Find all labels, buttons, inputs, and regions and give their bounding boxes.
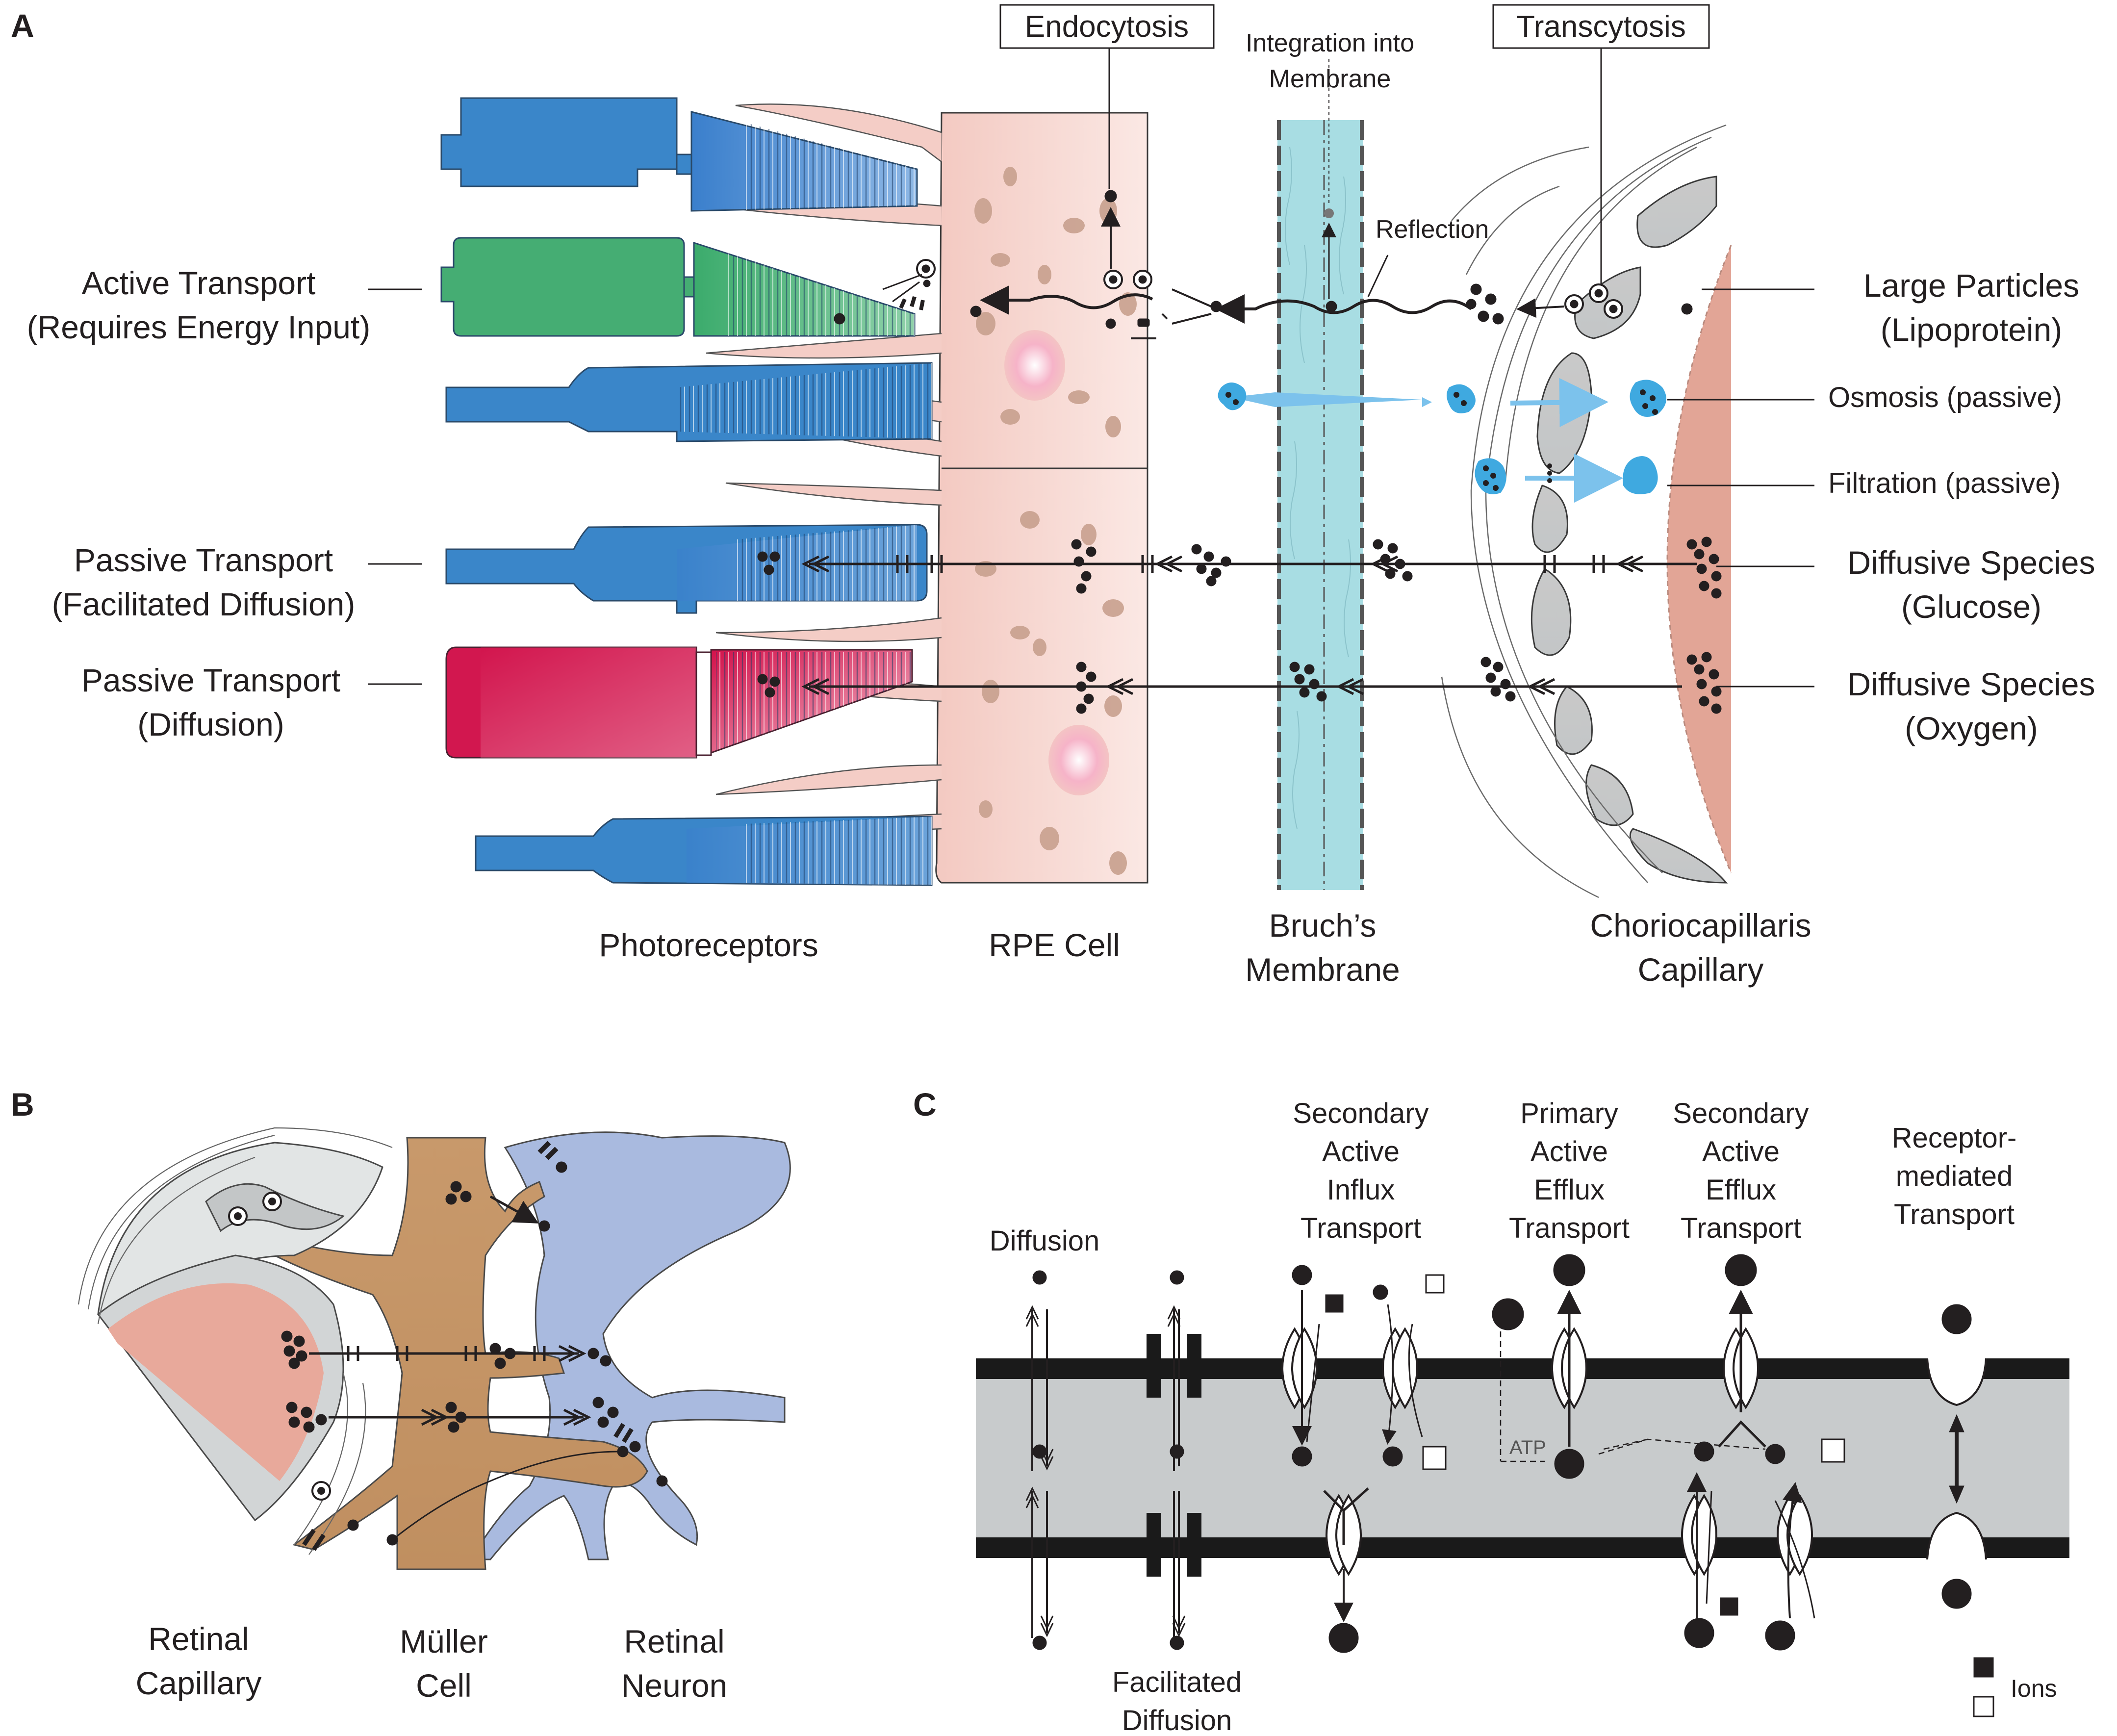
secondary-influx-line2: Active	[1322, 1136, 1400, 1168]
active-transport-label: Active Transport	[82, 265, 316, 301]
oxygen-label: Diffusive Species	[1847, 666, 2095, 702]
osmosis-label: Osmosis (passive)	[1828, 382, 2062, 413]
panel-b-transport-marks	[281, 1141, 668, 1551]
facilitated-title-line1: Facilitated	[1112, 1666, 1242, 1698]
secondary-influx-line4: Transport	[1301, 1212, 1421, 1244]
photoreceptors-label: Photoreceptors	[599, 927, 818, 963]
rpe-cell-label: RPE Cell	[989, 927, 1120, 963]
photoreceptor-rod-4	[475, 816, 933, 886]
leader-lines	[368, 288, 1814, 688]
primary-efflux-line4: Transport	[1509, 1212, 1630, 1244]
panel-b: Retinal Capillary Müller Cell Retinal Ne…	[77, 1127, 791, 1704]
endocytosis-box	[999, 4, 1215, 49]
primary-efflux-line2: Active	[1530, 1136, 1608, 1168]
facilitated-diffusion-label: Passive Transport	[74, 542, 333, 578]
secondary-efflux-line3: Efflux	[1706, 1174, 1776, 1206]
filtration-label: Filtration (passive)	[1828, 467, 2061, 499]
glucose-molecules	[757, 536, 1722, 599]
choriocapillaris-label: Choriocapillaris	[1590, 907, 1811, 944]
diffusion-sublabel: (Diffusion)	[137, 706, 284, 742]
bottom-membrane	[976, 1537, 2069, 1558]
primary-efflux-line1: Primary	[1520, 1098, 1618, 1129]
cell-interior	[976, 1378, 2069, 1540]
reflection-label: Reflection	[1376, 215, 1489, 244]
diffusion-label: Passive Transport	[81, 662, 340, 698]
fluid-transport	[1218, 378, 1666, 503]
retinal-capillary-sublabel: Capillary	[136, 1665, 262, 1701]
top-membrane	[976, 1358, 2069, 1379]
secondary-efflux-line2: Active	[1702, 1136, 1780, 1168]
bruchs-membrane	[1277, 120, 1364, 890]
glucose-sublabel: (Glucose)	[1901, 588, 2041, 625]
photoreceptor-rod-2	[445, 362, 933, 442]
retinal-capillary	[77, 1127, 393, 1555]
secondary-influx-line1: Secondary	[1293, 1098, 1428, 1129]
large-particles-label: Large Particles	[1863, 267, 2079, 304]
oxygen-sublabel: (Oxygen)	[1905, 710, 2038, 746]
large-particles-sublabel: (Lipoprotein)	[1881, 311, 2063, 348]
panel-c: ATP Diffus	[976, 1098, 2069, 1736]
panel-a-transport-marks	[757, 44, 1722, 714]
receptor-line2: mediated	[1896, 1160, 2013, 1192]
transcytosis-box	[1492, 4, 1710, 49]
choriocapillaris-sublabel: Capillary	[1638, 951, 1764, 988]
photoreceptors	[440, 97, 933, 886]
photoreceptor-rod-3	[445, 524, 928, 614]
retinal-neuron-sublabel: Neuron	[621, 1667, 727, 1704]
facilitated-diffusion-sublabel: (Facilitated Diffusion)	[52, 586, 356, 622]
primary-efflux-line3: Efflux	[1534, 1174, 1605, 1206]
muller-cell-sublabel: Cell	[416, 1667, 472, 1704]
rpe-cell	[706, 103, 1148, 884]
endocytosis-label: Endocytosis	[1025, 10, 1189, 44]
photoreceptor-rod-1	[440, 97, 918, 212]
receptor-line3: Transport	[1894, 1199, 2015, 1230]
retinal-neuron-label: Retinal	[624, 1623, 724, 1659]
panel-letter-a: A	[11, 7, 34, 44]
integration-label-line1: Integration into	[1246, 29, 1414, 57]
secondary-efflux-line4: Transport	[1681, 1212, 1801, 1244]
bruchs-label: Bruch’s	[1269, 907, 1377, 944]
atp-label: ATP	[1509, 1437, 1546, 1458]
ions-label: Ions	[2011, 1675, 2057, 1702]
photoreceptor-cone-green	[440, 237, 916, 337]
oxygen-molecules	[757, 652, 1722, 714]
glucose-label: Diffusive Species	[1847, 544, 2095, 581]
melanin-granules	[974, 167, 1137, 875]
active-transport-sublabel: (Requires Energy Input)	[27, 309, 371, 345]
secondary-influx-line3: Influx	[1327, 1174, 1395, 1206]
muller-cell-label: Müller	[400, 1623, 488, 1659]
secondary-efflux-line1: Secondary	[1673, 1098, 1809, 1129]
bruchs-sublabel: Membrane	[1245, 951, 1400, 988]
diffusion-title: Diffusion	[990, 1225, 1100, 1257]
transcytosis-label: Transcytosis	[1516, 10, 1686, 44]
receptor-line1: Receptor-	[1892, 1122, 2017, 1154]
photoreceptor-cone-red	[445, 646, 913, 759]
panel-letter-b: B	[11, 1086, 34, 1123]
panel-a: Endocytosis Transcytosis Integration int…	[27, 4, 2095, 988]
facilitated-channel	[1147, 1334, 1201, 1577]
panel-c-transport-marks: ATP	[1025, 1254, 1994, 1717]
facilitated-title-line2: Diffusion	[1122, 1705, 1232, 1736]
integration-label-line2: Membrane	[1269, 65, 1391, 93]
choriocapillaris	[1441, 124, 1732, 898]
panel-letter-c: C	[913, 1086, 937, 1123]
retinal-capillary-label: Retinal	[148, 1621, 249, 1657]
